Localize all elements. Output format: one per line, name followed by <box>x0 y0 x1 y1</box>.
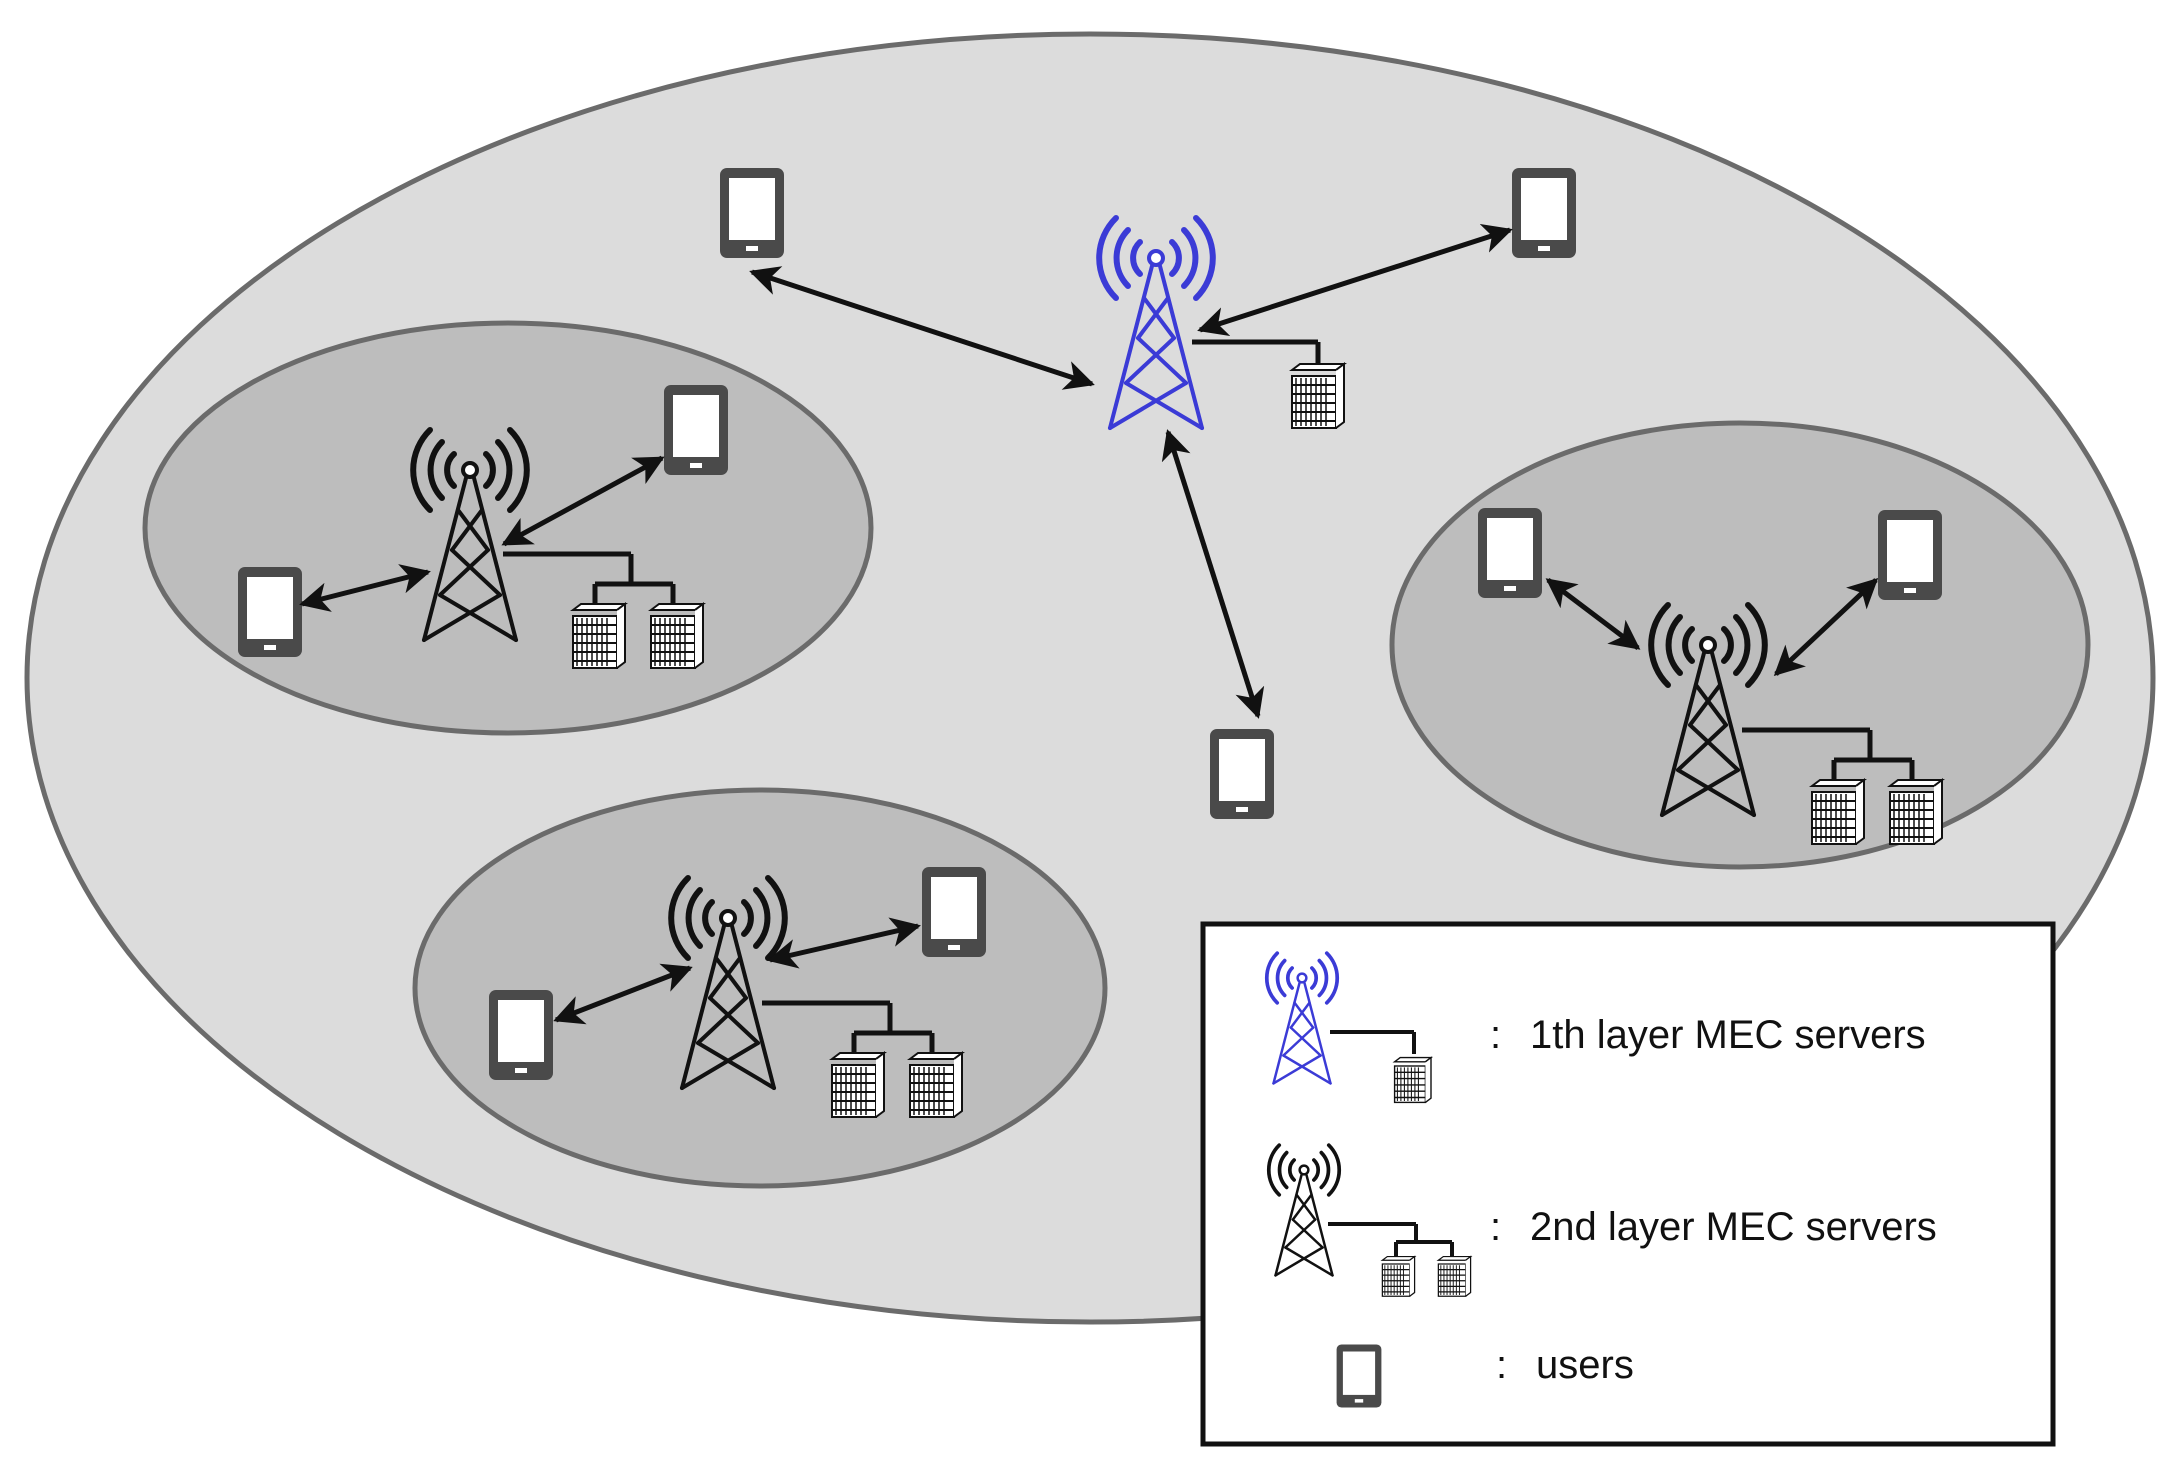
link-arrow <box>501 455 665 547</box>
link-arrow <box>553 963 693 1025</box>
user-device-icon <box>1478 508 1542 598</box>
legend-users-label: users <box>1536 1343 1634 1387</box>
user-device-icon <box>1878 510 1942 600</box>
link-arrow <box>767 917 921 969</box>
cluster-region-right <box>1389 420 2091 870</box>
link-arrow <box>299 564 431 612</box>
first-layer-server-icon <box>1192 339 1345 429</box>
link-arrow <box>1773 577 1879 677</box>
legend: : 1th layer MEC servers : 2nd layer MEC … <box>1200 921 2056 1447</box>
user-device-icon <box>1210 729 1274 819</box>
legend-first-layer-label: 1th layer MEC servers <box>1530 1013 1926 1057</box>
user-device-icon <box>922 867 986 957</box>
link-arrow <box>1197 224 1513 336</box>
legend-users-icon <box>1336 1344 1382 1408</box>
user-device-icon <box>489 990 553 1080</box>
cluster-region-left <box>142 320 874 736</box>
legend-second-layer-separator: : <box>1490 1205 1501 1249</box>
user-device-icon <box>720 168 784 258</box>
cluster-region-bottom <box>412 787 1108 1189</box>
legend-second-layer-icon <box>1266 1143 1472 1297</box>
link-arrow <box>1161 429 1265 719</box>
user-device-icon <box>664 385 728 475</box>
user-device-icon <box>1512 168 1576 258</box>
link-arrow <box>749 266 1095 390</box>
user-device-icon <box>238 567 302 657</box>
legend-first-layer-icon <box>1264 951 1432 1104</box>
legend-users-separator: : <box>1496 1343 1507 1387</box>
link-arrow <box>1545 578 1641 650</box>
legend-second-layer-label: 2nd layer MEC servers <box>1530 1205 1937 1249</box>
legend-first-layer-separator: : <box>1490 1013 1501 1057</box>
